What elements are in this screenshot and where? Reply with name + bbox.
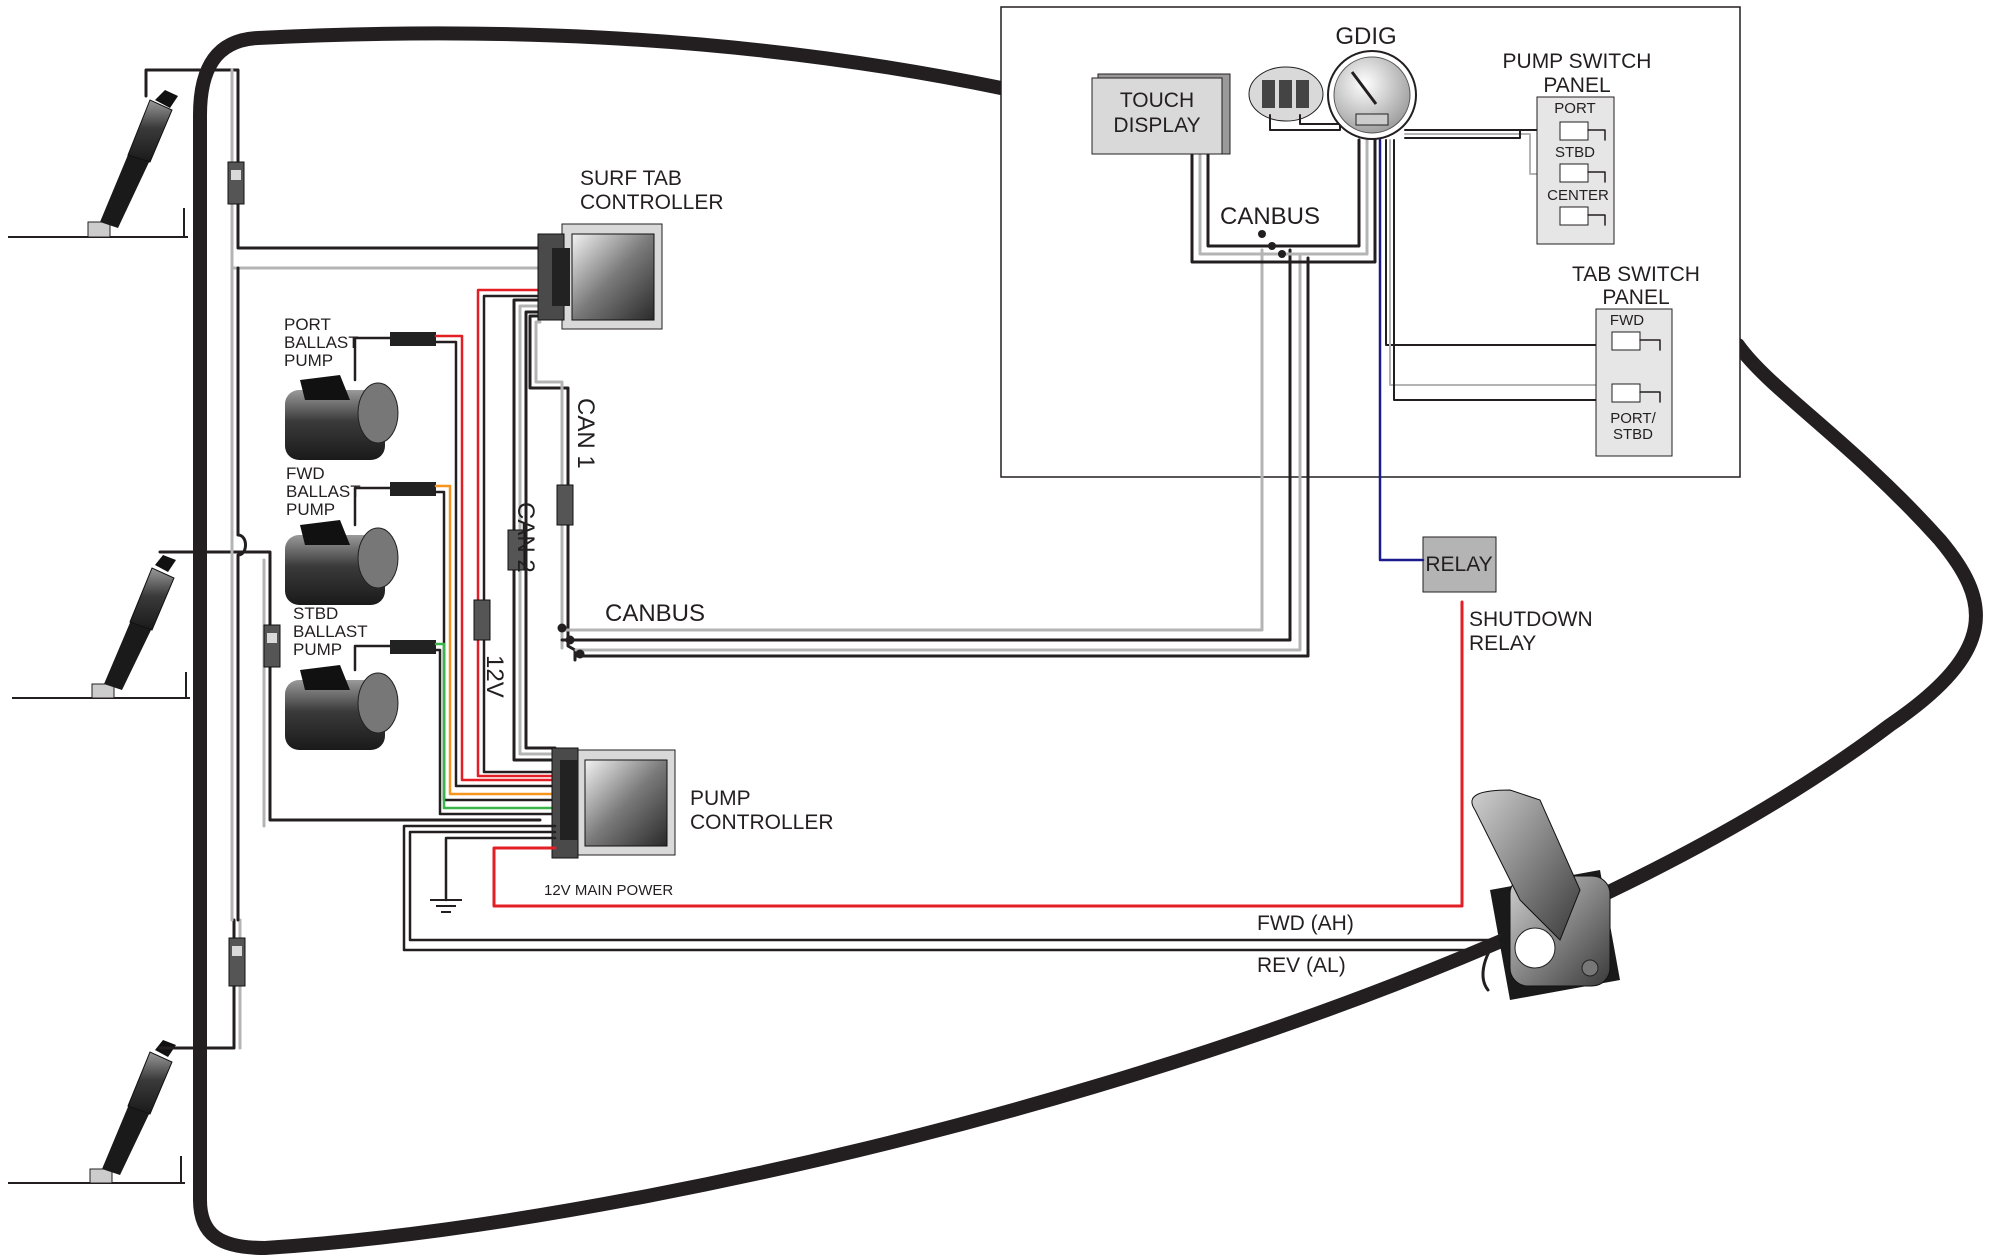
switch-module xyxy=(1248,66,1341,131)
stbd-ballast-pump xyxy=(285,640,436,750)
label-tab-portstbd-2: STBD xyxy=(1613,426,1653,443)
trim-tab-top xyxy=(8,90,188,238)
pump-controller xyxy=(551,747,676,859)
label-pump-center: CENTER xyxy=(1547,187,1609,204)
label-fwd-ah: FWD (AH) xyxy=(1257,912,1354,935)
label-stbd-ballast-3: PUMP xyxy=(293,640,342,659)
label-fwd-ballast-1: FWD xyxy=(286,464,325,483)
label-pump-port: PORT xyxy=(1554,100,1595,117)
label-surf-tab-2: CONTROLLER xyxy=(580,191,724,214)
pump-switch-panel xyxy=(1536,96,1615,245)
label-fwd-ballast-2: BALLAST xyxy=(286,482,361,501)
label-pump-controller-2: CONTROLLER xyxy=(690,811,834,834)
label-stbd-ballast-2: BALLAST xyxy=(293,622,368,641)
boat-hull xyxy=(193,26,1983,1256)
label-gdig: GDIG xyxy=(1335,23,1396,50)
label-can1: CAN 1 xyxy=(572,398,599,469)
label-pump-controller-1: PUMP xyxy=(690,787,751,810)
label-stbd-ballast-1: STBD xyxy=(293,604,338,623)
label-tab-portstbd-1: PORT/ xyxy=(1610,410,1656,427)
label-canbus-mid: CANBUS xyxy=(605,600,705,627)
label-surf-tab-1: SURF TAB xyxy=(580,167,682,190)
label-shutdown-relay-1: SHUTDOWN xyxy=(1469,608,1593,631)
label-touch-display-1: TOUCH xyxy=(1120,89,1194,112)
touch-display xyxy=(1091,73,1231,155)
pump-wiring xyxy=(434,288,577,816)
label-relay: RELAY xyxy=(1425,553,1492,576)
fwd-ballast-pump xyxy=(285,482,436,605)
trim-tab-bottom xyxy=(8,1040,185,1184)
shutdown-relay xyxy=(1378,138,1497,593)
label-shutdown-relay-2: RELAY xyxy=(1469,632,1536,655)
port-ballast-pump xyxy=(285,332,436,460)
trim-tab-wiring xyxy=(144,68,542,1050)
label-tab-fwd: FWD xyxy=(1610,312,1644,329)
label-pump-stbd: STBD xyxy=(1555,144,1595,161)
label-canbus-top: CANBUS xyxy=(1220,203,1320,230)
label-tab-switch-panel-2: PANEL xyxy=(1602,286,1669,309)
label-port-ballast-1: PORT xyxy=(284,315,331,334)
surf-tab-controller xyxy=(537,223,663,330)
label-pump-switch-panel-1: PUMP SWITCH xyxy=(1503,50,1652,73)
label-touch-display-2: DISPLAY xyxy=(1113,114,1200,137)
throttle-lever xyxy=(1471,789,1620,1000)
label-tab-switch-panel-1: TAB SWITCH xyxy=(1572,263,1700,286)
label-main-power: 12V MAIN POWER xyxy=(544,882,673,899)
label-12v: 12V xyxy=(481,655,508,698)
label-rev-al: REV (AL) xyxy=(1257,954,1346,977)
tab-switch-panel xyxy=(1595,308,1673,457)
main-power-wiring xyxy=(402,600,1492,952)
label-port-ballast-2: BALLAST xyxy=(284,333,359,352)
label-port-ballast-3: PUMP xyxy=(284,351,333,370)
trim-tab-mid xyxy=(12,555,190,699)
label-pump-switch-panel-2: PANEL xyxy=(1543,74,1610,97)
gdig-gauge xyxy=(1327,50,1417,140)
label-can2: CAN 2 xyxy=(512,502,539,573)
label-fwd-ballast-3: PUMP xyxy=(286,500,335,519)
canbus-run xyxy=(557,138,1377,659)
